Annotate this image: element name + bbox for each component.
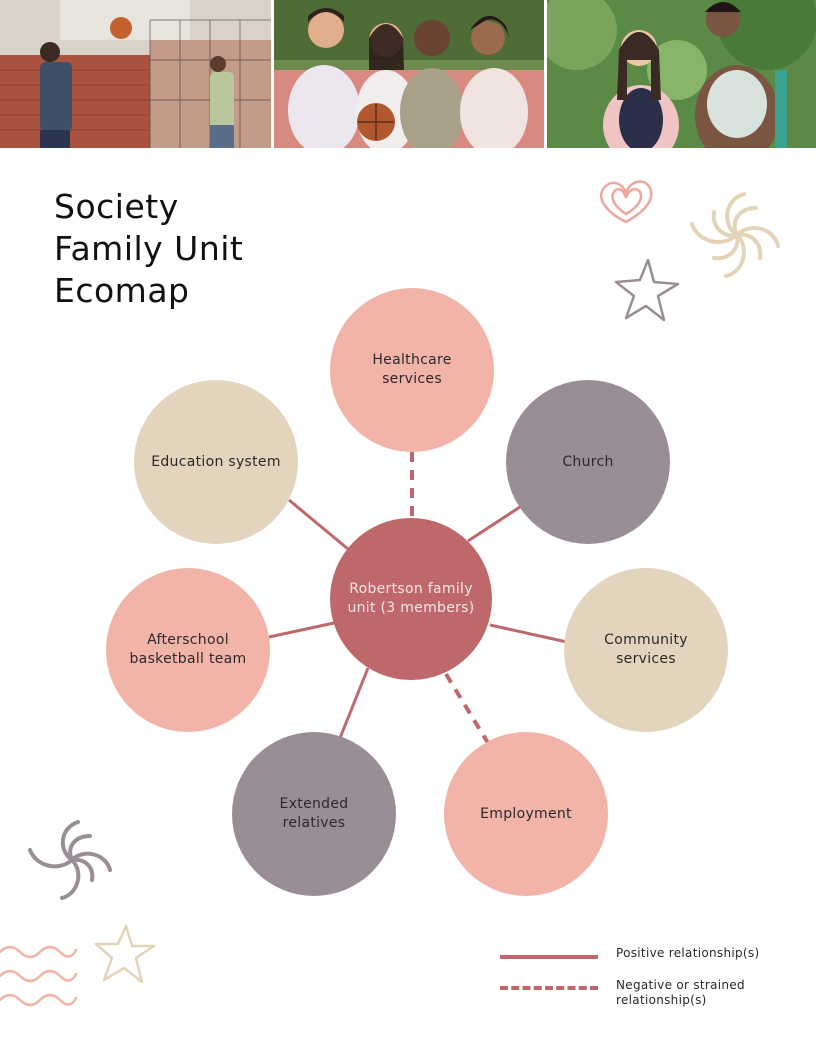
photo-basketball-court bbox=[0, 0, 271, 148]
node-education: Education system bbox=[134, 380, 298, 544]
heart-doodle-icon bbox=[600, 180, 653, 224]
photo-two-students bbox=[547, 0, 816, 148]
node-church: Church bbox=[506, 380, 670, 544]
node-label: Afterschool basketball team bbox=[129, 632, 247, 667]
node-extended: Extended relatives bbox=[232, 732, 396, 896]
page-title: Society Family Unit Ecomap bbox=[54, 186, 243, 312]
wave-lines-icon bbox=[0, 945, 78, 1007]
node-healthcare: Healthcare services bbox=[330, 288, 494, 452]
legend-solid-line bbox=[500, 955, 598, 959]
legend-dashed-line bbox=[500, 986, 598, 990]
connector-education bbox=[288, 498, 349, 551]
photo-group-of-friends bbox=[274, 0, 544, 148]
title-line-2: Family Unit bbox=[54, 229, 244, 268]
connector-extended bbox=[338, 667, 370, 739]
node-label: Healthcare services bbox=[372, 352, 452, 387]
node-label: Employment bbox=[480, 805, 572, 822]
swirl-beige-icon bbox=[690, 192, 780, 278]
swirl-gray-icon bbox=[28, 820, 112, 900]
node-employment: Employment bbox=[444, 732, 608, 896]
title-line-3: Ecomap bbox=[54, 271, 190, 310]
center-label: Robertson family unit (3 members) bbox=[347, 581, 475, 616]
node-label: Community services bbox=[604, 632, 688, 667]
connector-church bbox=[467, 503, 524, 543]
node-center-family: Robertson family unit (3 members) bbox=[330, 518, 492, 680]
connector-afterschool bbox=[268, 621, 335, 639]
legend-negative-label: Negative or strained relationship(s) bbox=[616, 978, 745, 1007]
node-label: Church bbox=[562, 453, 614, 470]
node-label: Extended relatives bbox=[279, 796, 349, 831]
title-line-1: Society bbox=[54, 187, 179, 226]
node-label: Education system bbox=[151, 453, 281, 470]
star-outline-icon bbox=[614, 258, 680, 322]
node-afterschool: Afterschool basketball team bbox=[106, 568, 270, 732]
connector-employment bbox=[444, 672, 490, 745]
legend-positive-label: Positive relationship(s) bbox=[616, 946, 760, 960]
node-community: Community services bbox=[564, 568, 728, 732]
star-outline-beige-icon bbox=[94, 924, 156, 984]
connector-community bbox=[489, 623, 568, 644]
